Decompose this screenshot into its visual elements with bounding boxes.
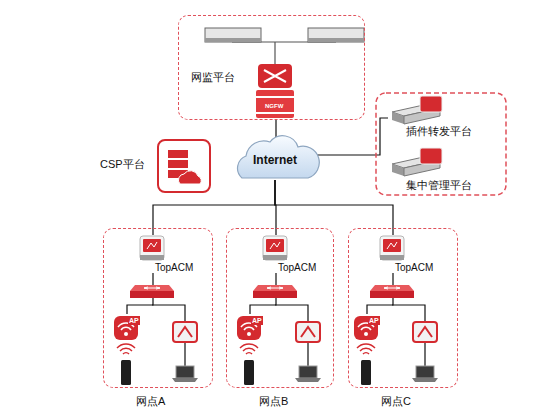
node-label: 集中管理平台 — [406, 179, 472, 191]
node-label: 插件转发平台 — [406, 125, 472, 137]
csp-icon — [158, 140, 210, 192]
csp-server — [168, 150, 188, 158]
monitor-servers — [205, 28, 364, 64]
ap-node: AP — [113, 314, 141, 344]
node-label: 网点C — [381, 395, 411, 407]
internet-cloud: Internet — [238, 140, 312, 180]
site-equipment — [354, 236, 438, 385]
cloud-shape — [238, 136, 320, 178]
node-label: NGFW — [265, 103, 283, 110]
csp-frame — [158, 140, 210, 192]
network-link — [367, 273, 393, 314]
firewall-body — [256, 90, 294, 118]
firewall-node: NGFW — [257, 65, 295, 119]
node-label: TopACM — [155, 262, 193, 273]
ap-node: AP — [236, 314, 264, 344]
node-label: AP — [128, 316, 140, 325]
firewall-stripe — [256, 112, 294, 114]
firewall-stripe — [256, 96, 294, 98]
ap-node: AP — [353, 314, 381, 344]
network-link — [312, 118, 388, 155]
site-group: 网点BTopACMAP — [226, 228, 334, 388]
site-group: 网点ATopACMAP — [103, 228, 213, 388]
csp-server — [168, 170, 188, 178]
node-label: CSP平台 — [100, 158, 145, 170]
cloud-service-node: CSP平台 — [98, 138, 212, 194]
server-node: 集中管理平台 — [388, 145, 500, 193]
node-label: TopACM — [395, 262, 433, 273]
network-link — [127, 273, 153, 314]
network-link — [153, 180, 275, 235]
platform-group: 网监平台 NGFW — [178, 15, 365, 120]
platform-group-frame — [376, 93, 506, 195]
server-icon — [392, 96, 442, 124]
node-label: AP — [251, 316, 263, 325]
server-icon — [392, 148, 442, 176]
site-equipment — [237, 236, 321, 385]
node-label: Internet — [238, 154, 312, 167]
node-label: AP — [368, 316, 380, 325]
rack-server-front — [308, 38, 364, 42]
site-group: 网点CTopACMAP — [348, 228, 458, 388]
node-label: TopACM — [278, 262, 316, 273]
rack-server-front — [205, 38, 261, 42]
network-link — [250, 273, 276, 314]
acm-device-node: TopACM — [379, 235, 437, 273]
csp-server — [168, 160, 188, 168]
node-label: 网监平台 — [191, 71, 235, 83]
cloud-icon — [238, 136, 320, 178]
firewall-top — [258, 64, 292, 88]
firewall-icon — [256, 64, 294, 118]
rack-server — [308, 28, 364, 42]
network-link — [275, 180, 393, 235]
acm-device-node: TopACM — [139, 235, 197, 273]
server-wire — [232, 42, 336, 64]
acm-device-node: TopACM — [262, 235, 320, 273]
rack-server — [205, 28, 261, 42]
node-label: 网点A — [136, 395, 165, 407]
server-node: 插件转发平台 — [388, 96, 500, 140]
node-label: 网点B — [259, 395, 288, 407]
csp-cloud — [178, 171, 201, 184]
firewall-cross — [264, 70, 286, 82]
site-equipment — [114, 236, 198, 385]
network-link — [275, 119, 276, 140]
